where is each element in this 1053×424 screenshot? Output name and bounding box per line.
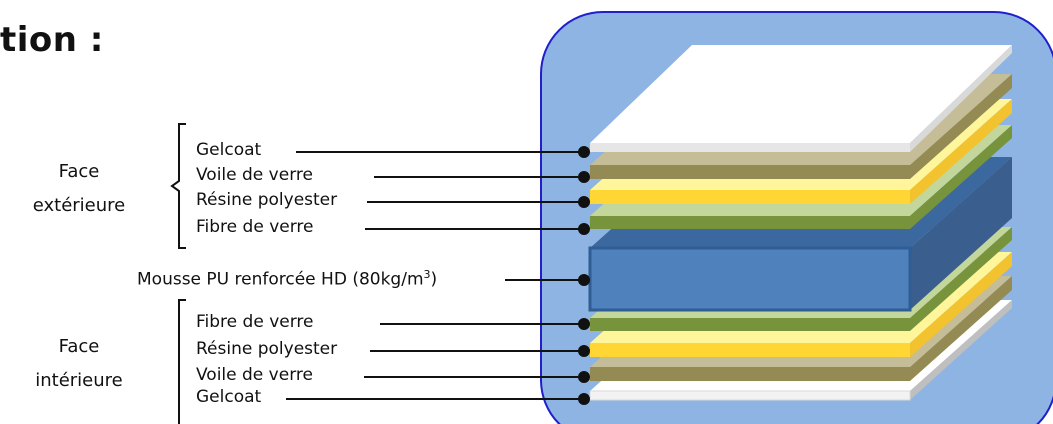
page-title: tion : — [0, 20, 104, 60]
label-ext-resine: Résine polyester — [196, 190, 338, 210]
label-foam: Mousse PU renforcée HD (80kg/m3) — [137, 268, 437, 290]
label-ext-fibre: Fibre de verre — [196, 217, 314, 237]
leader-lines — [286, 146, 590, 405]
label-ext-voile: Voile de verre — [196, 165, 313, 185]
group-label-exterior-line1: Face — [58, 161, 100, 182]
bracket-interior — [178, 299, 186, 424]
group-label-interior-line1: Face — [58, 336, 100, 357]
label-foam-text: Mousse PU renforcée HD (80kg/m — [137, 269, 424, 290]
group-label-interior: Face intérieure — [14, 330, 144, 398]
label-ext-gelcoat: Gelcoat — [196, 140, 262, 160]
label-int-resine: Résine polyester — [196, 339, 338, 359]
label-foam-sup: 3 — [423, 268, 431, 281]
label-int-gelcoat: Gelcoat — [196, 387, 262, 407]
label-int-fibre: Fibre de verre — [196, 312, 314, 332]
label-foam-suffix: ) — [430, 269, 438, 290]
layer-stack — [588, 45, 1012, 401]
group-label-interior-line2: intérieure — [35, 370, 123, 391]
bracket-exterior — [170, 123, 186, 249]
label-int-voile: Voile de verre — [196, 365, 313, 385]
group-label-exterior: Face extérieure — [14, 155, 144, 223]
group-label-exterior-line2: extérieure — [32, 195, 126, 216]
slab-foam-front — [588, 246, 912, 312]
slab-ext-gelcoat-top — [590, 45, 1012, 143]
